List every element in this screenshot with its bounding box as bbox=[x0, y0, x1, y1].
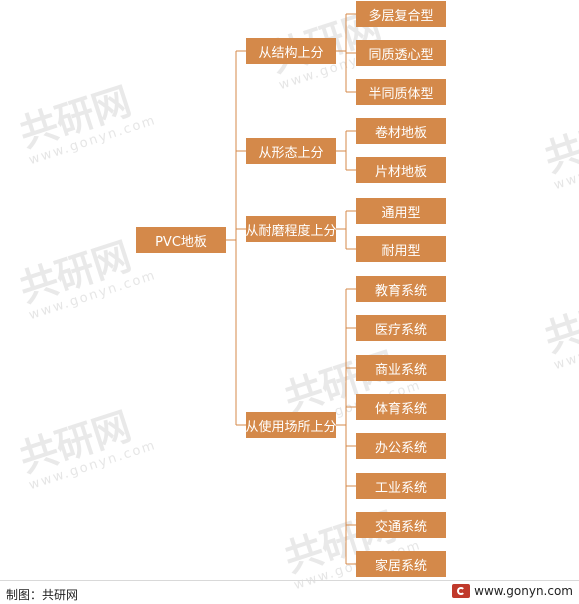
leaf-node: 卷材地板 bbox=[356, 118, 446, 144]
gonyn-logo-icon bbox=[452, 584, 471, 598]
leaf-node: 工业系统 bbox=[356, 473, 446, 499]
branch-node-structure: 从结构上分 bbox=[246, 38, 336, 64]
root-node: PVC地板 bbox=[136, 227, 226, 253]
branch-node-usage-place: 从使用场所上分 bbox=[246, 412, 337, 438]
leaf-node: 耐用型 bbox=[356, 236, 446, 262]
leaf-node: 通用型 bbox=[356, 198, 446, 224]
leaf-node: 办公系统 bbox=[356, 433, 446, 459]
branch-node-wear-resistance: 从耐磨程度上分 bbox=[246, 216, 337, 242]
footer-source[interactable]: www.gonyn.com bbox=[452, 584, 573, 598]
leaf-node: 家居系统 bbox=[356, 551, 446, 577]
branch-node-form: 从形态上分 bbox=[246, 138, 336, 164]
leaf-node: 商业系统 bbox=[356, 355, 446, 381]
footer-url[interactable]: www.gonyn.com bbox=[474, 584, 573, 598]
leaf-node: 同质透心型 bbox=[356, 40, 446, 66]
leaf-node: 半同质体型 bbox=[356, 79, 446, 105]
footer-credit: 制图：共研网 bbox=[6, 588, 79, 602]
leaf-node: 片材地板 bbox=[356, 157, 446, 183]
leaf-node: 多层复合型 bbox=[356, 1, 446, 27]
leaf-node: 体育系统 bbox=[356, 394, 446, 420]
leaf-node: 交通系统 bbox=[356, 512, 446, 538]
leaf-node: 医疗系统 bbox=[356, 315, 446, 341]
footer-divider bbox=[0, 580, 579, 581]
leaf-node: 教育系统 bbox=[356, 276, 446, 302]
